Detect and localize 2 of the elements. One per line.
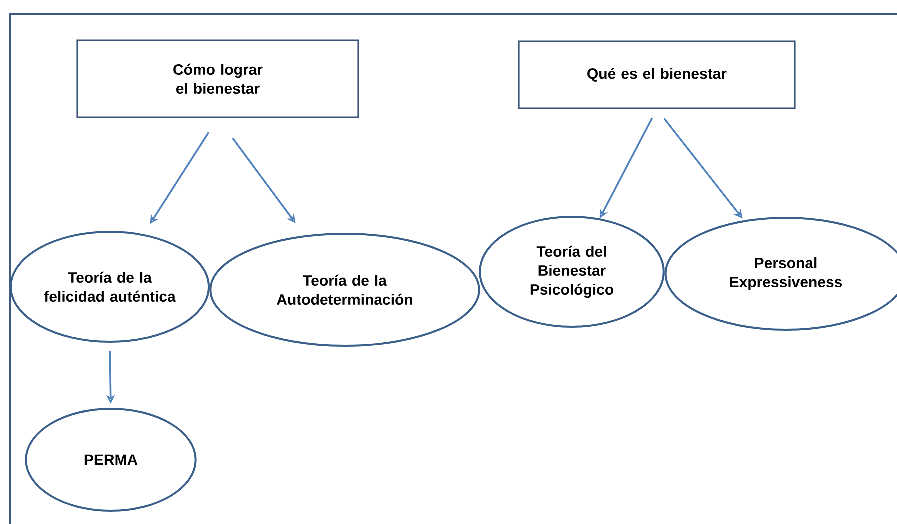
- title-box: Cómo lograr el bienestar: [76, 40, 360, 118]
- title-box: Qué es el bienestar: [518, 40, 796, 110]
